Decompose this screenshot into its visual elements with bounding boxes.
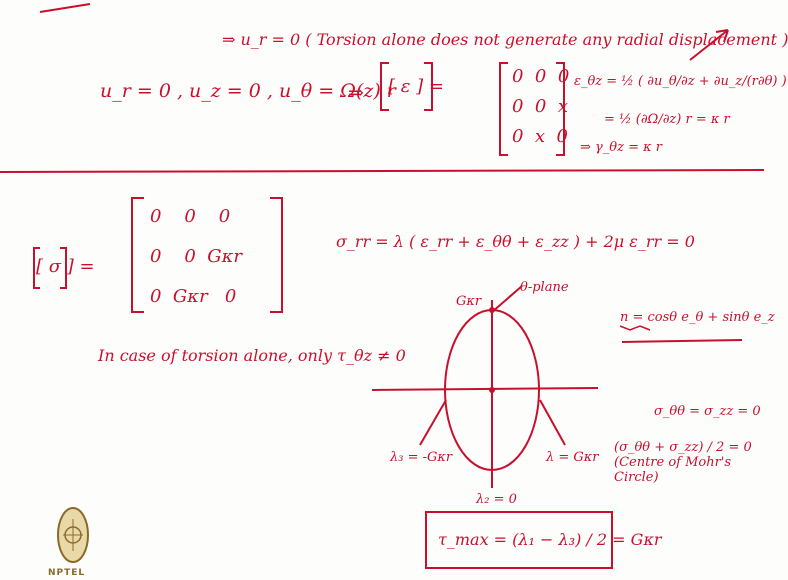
sigma-rr-equation: σ_rr = λ ( ε_rr + ε_θθ + ε_zz ) + 2μ ε_r…	[336, 232, 695, 251]
mohr-top-label: Gκr	[456, 294, 482, 309]
theta-plane-label: θ-plane	[520, 280, 569, 295]
implies-arrow: ⇒	[348, 82, 364, 104]
lambda3-label: λ₃ = -Gκr	[390, 450, 453, 465]
eps-theta-z-result: = ½ (∂Ω/∂z) r = κ r	[604, 112, 730, 127]
eps-theta-z: ε_θz = ½ ( ∂u_θ/∂z + ∂u_z/(r∂θ) )	[574, 74, 787, 89]
normal-vector: n = cosθ e_θ + sinθ e_z	[620, 310, 775, 325]
nptel-logo-text: NPTEL	[48, 568, 86, 578]
gamma-theta-z: ⇒ γ_θz = κ r	[580, 140, 662, 155]
line-radial-disp: ⇒ u_r = 0 ( Torsion alone does not gener…	[222, 30, 788, 49]
stress-symbol: [ σ ] =	[36, 256, 95, 277]
stress-row-2: 0 0 Gκr	[150, 246, 243, 267]
lambda1-label: λ = Gκr	[546, 450, 599, 465]
board-drawing	[0, 3, 765, 569]
strain-row-1: 0 0 0	[512, 66, 570, 87]
strain-symbol: [ ε ] =	[388, 76, 444, 97]
nptel-wheel-icon	[57, 507, 89, 563]
displacement-field: u_r = 0 , u_z = 0 , u_θ = Ω(z) r	[100, 80, 396, 102]
sigma-equal-zero: σ_θθ = σ_zz = 0	[654, 404, 761, 419]
lambda2-label: λ₂ = 0	[476, 492, 517, 507]
tau-max: τ_max = (λ₁ − λ₃) / 2 = Gκr	[438, 530, 662, 549]
stress-row-3: 0 Gκr 0	[150, 286, 237, 307]
torsion-note: In case of torsion alone, only τ_θz ≠ 0	[98, 346, 406, 365]
mohr-centre: (σ_θθ + σ_zz) / 2 = 0 (Centre of Mohr's …	[614, 440, 752, 485]
stress-row-1: 0 0 0	[150, 206, 231, 227]
strain-row-3: 0 x 0	[512, 126, 568, 147]
strain-row-2: 0 0 x	[512, 96, 568, 117]
